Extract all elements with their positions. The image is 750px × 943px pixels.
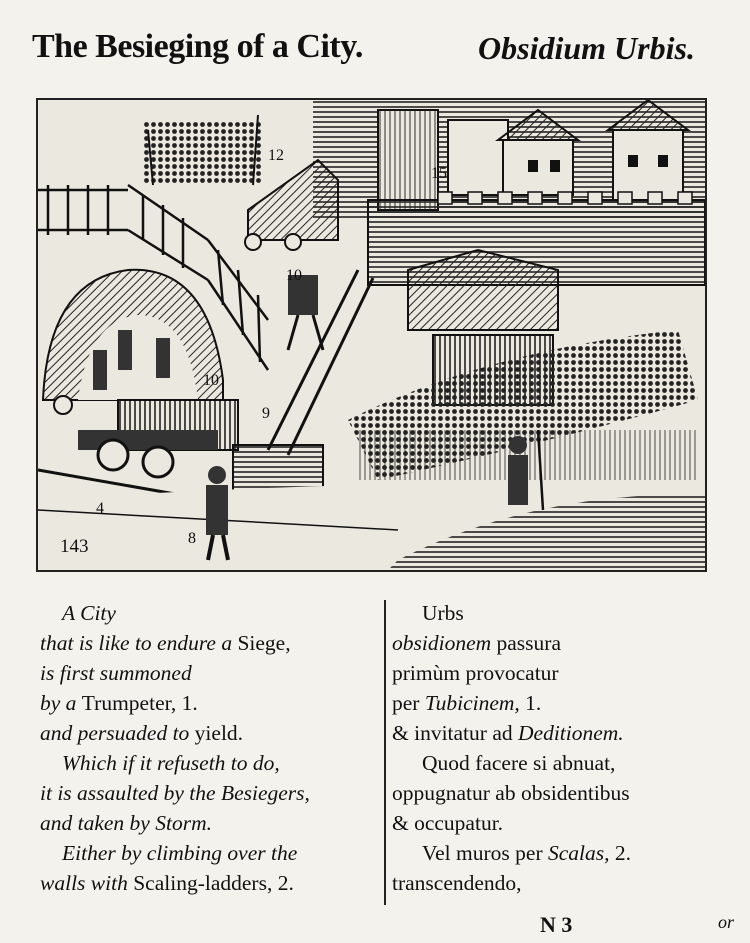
la-line-7: oppugnatur ab obsidentibus <box>392 778 742 808</box>
en-line-2-text: that is like to endure a <box>40 631 238 655</box>
rider-figure <box>286 275 325 351</box>
label-12: 12 <box>268 147 284 164</box>
en-line-5: and persuaded to yield. <box>40 718 382 748</box>
la-line-6-text: Quod facere si abnuat, <box>422 751 616 775</box>
officer-figure <box>508 429 545 511</box>
la-line-6: Quod facere si abnuat, <box>392 748 742 778</box>
label-8: 8 <box>188 530 196 547</box>
label-10-lower: 10 <box>203 372 219 389</box>
la-line-9-text: Vel muros per <box>422 841 548 865</box>
en-line-1-text: A City <box>62 601 116 625</box>
trumpeter-figure <box>206 466 230 561</box>
scaling-ladder <box>266 269 375 456</box>
woodcut-illustration: 12 15 10 10 9 4 8 143 <box>36 98 707 572</box>
catchword: or <box>718 912 735 932</box>
la-line-8: & occupatur. <box>392 808 742 838</box>
la-line-9-italic: Scalas, <box>548 841 610 865</box>
la-line-4-suffix: 1. <box>519 691 542 715</box>
column-divider <box>384 600 386 905</box>
la-line-7-text: oppugnatur ab obsidentibus <box>392 781 630 805</box>
siege-shed <box>244 158 339 251</box>
la-line-1-text: Urbs <box>422 601 464 625</box>
page-number: 143 <box>60 536 89 557</box>
la-line-10: transcendendo, <box>392 868 742 898</box>
ground <box>38 480 705 570</box>
en-line-8: and taken by Storm. <box>40 808 382 838</box>
cannon-battery <box>38 399 239 507</box>
label-9: 9 <box>262 405 270 422</box>
city-buildings <box>313 100 705 286</box>
la-line-3-text: primùm provocatur <box>392 661 559 685</box>
en-line-3: is first summoned <box>40 658 382 688</box>
en-line-4-roman: Trumpeter, <box>81 691 177 715</box>
label-15: 15 <box>431 165 447 182</box>
la-line-1: Urbs <box>392 598 742 628</box>
en-line-8-text: and taken by Storm. <box>40 811 212 835</box>
en-line-10-suffix: 2. <box>272 871 294 895</box>
la-line-4-text: per <box>392 691 425 715</box>
en-line-10-roman: Scaling-ladders, <box>133 871 273 895</box>
soldier-group-top <box>143 114 263 186</box>
la-line-5: & invitatur ad Deditionem. <box>392 718 742 748</box>
en-line-6: Which if it refuseth to do, <box>40 748 382 778</box>
latin-column: Urbs obsidionem passura primùm provocatu… <box>392 598 742 898</box>
label-10-upper: 10 <box>286 267 302 284</box>
title-english: The Besieging of a City. <box>32 28 363 65</box>
en-line-7: it is assaulted by the Besiegers, <box>40 778 382 808</box>
mine-cave <box>41 268 224 415</box>
en-line-10-text: walls with <box>40 871 134 895</box>
en-line-1: A City <box>40 598 382 628</box>
en-line-2-roman: Siege, <box>237 631 291 655</box>
en-line-5-text: and persuaded to <box>40 721 195 745</box>
en-line-3-text: is first summoned <box>40 661 192 685</box>
la-line-5-italic: Deditionem. <box>518 721 624 745</box>
en-line-9-text: Either by climbing over the <box>62 841 298 865</box>
la-line-9: Vel muros per Scalas, 2. <box>392 838 742 868</box>
la-line-2: obsidionem passura <box>392 628 742 658</box>
en-line-6-text: Which if it refuseth to do, <box>62 751 280 775</box>
english-column: A City that is like to endure a Siege, i… <box>40 598 382 898</box>
la-line-4-italic: Tubicinem, <box>424 691 520 715</box>
palisade-fence <box>38 183 270 371</box>
en-line-4: by a Trumpeter, 1. <box>40 688 382 718</box>
la-line-9-suffix: 2. <box>609 841 632 865</box>
siege-scene: 12 15 10 10 9 4 8 143 <box>38 100 705 570</box>
en-line-4-text: by a <box>40 691 82 715</box>
en-line-10: walls with Scaling-ladders, 2. <box>40 868 382 898</box>
label-4: 4 <box>96 500 104 517</box>
en-line-2: that is like to endure a Siege, <box>40 628 382 658</box>
la-line-8-text: & occupatur. <box>392 811 504 835</box>
la-line-5-text: & invitatur ad <box>392 721 518 745</box>
en-line-5-roman: yield. <box>194 721 244 745</box>
la-line-10-text: transcendendo, <box>392 871 522 895</box>
la-line-2-suffix: passura <box>491 631 561 655</box>
title-latin: Obsidium Urbis. <box>478 30 695 66</box>
en-line-7-text: it is assaulted by the Besiegers, <box>40 781 310 805</box>
la-line-3: primùm provocatur <box>392 658 742 688</box>
la-line-2-italic: obsidionem <box>392 631 492 655</box>
signature-mark: N 3 <box>540 912 573 937</box>
en-line-9: Either by climbing over the <box>40 838 382 868</box>
la-line-4: per Tubicinem, 1. <box>392 688 742 718</box>
en-line-4-suffix: 1. <box>176 691 198 715</box>
